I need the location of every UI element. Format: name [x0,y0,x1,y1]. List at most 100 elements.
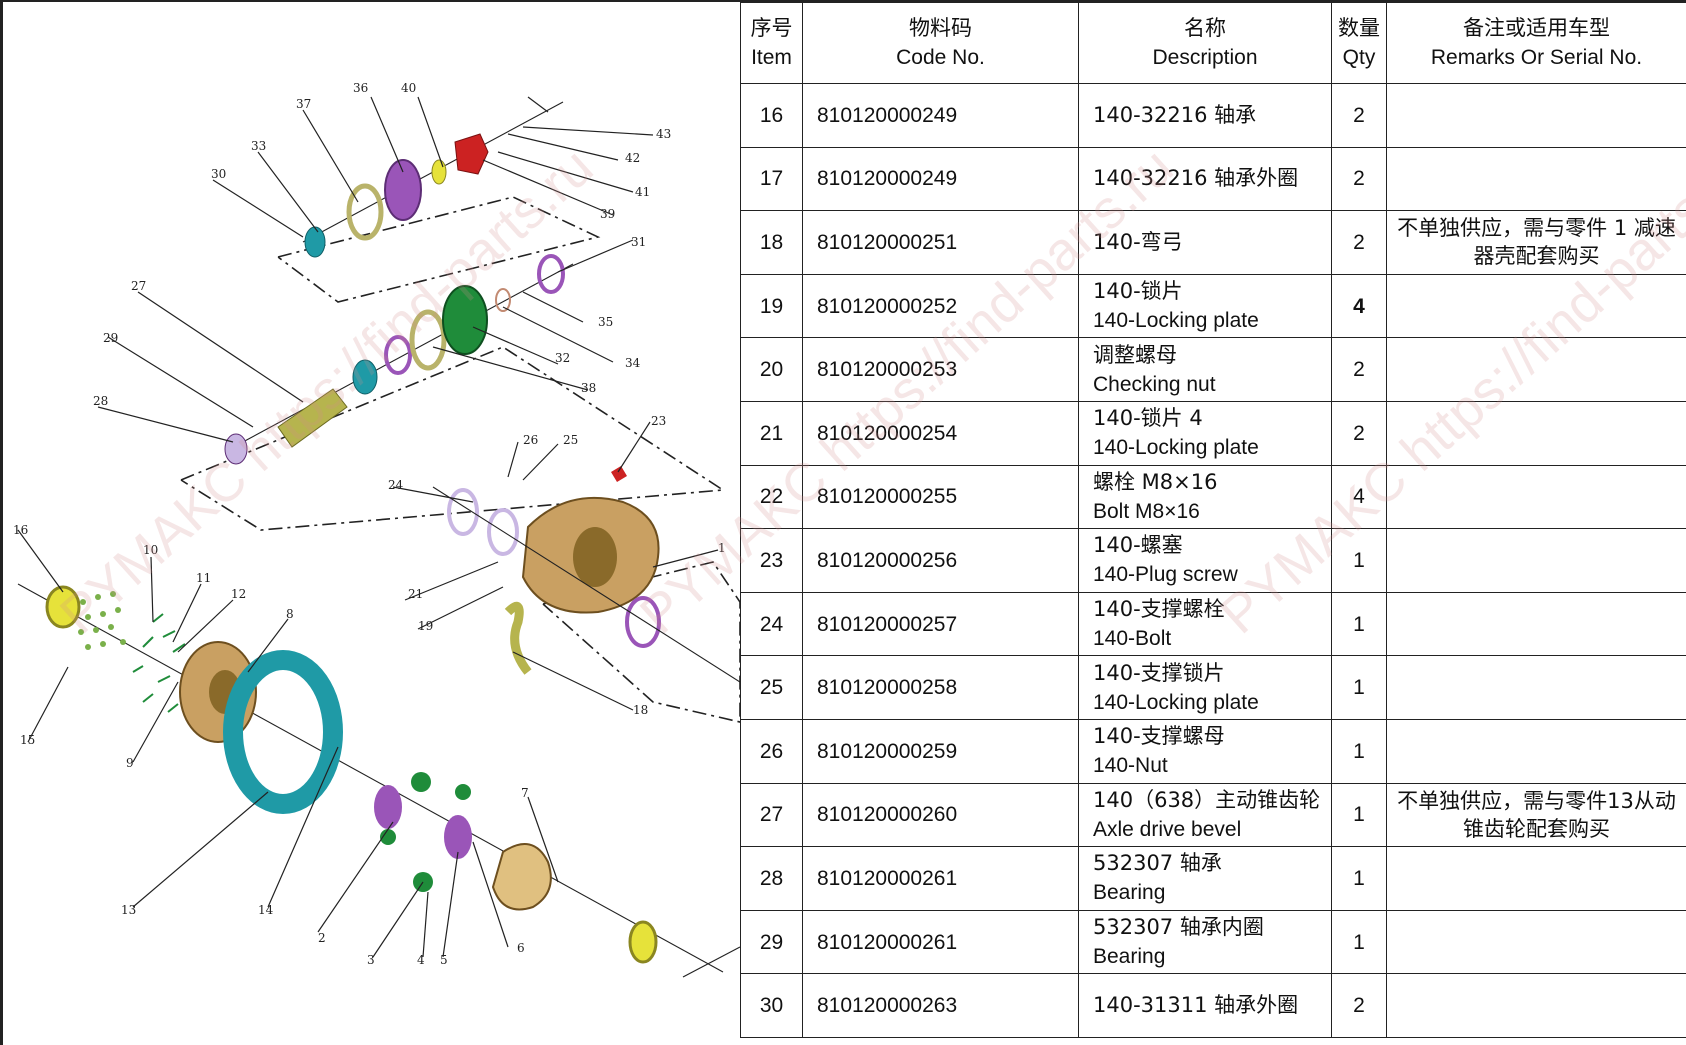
ring-right-part [625,596,661,648]
bolts-10-part [132,613,186,713]
row-code: 810120000256 [802,528,1079,593]
row-desc: 140-弯弓 [1078,210,1332,275]
row-desc: 140（638）主动锥齿轮 Axle drive bevel [1078,782,1332,848]
ring-34-part [495,288,511,312]
callout-41: 41 [635,185,650,199]
row-remarks [1386,273,1686,339]
row-desc-line1: 140（638）主动锥齿轮 [1093,787,1321,812]
bearing-28-part [224,433,248,465]
differential-axis [17,583,724,973]
rollers-15-part [78,591,126,650]
row-qty: 1 [1331,718,1387,784]
callout-29: 29 [103,331,118,345]
callout-33: 33 [251,139,266,153]
row-desc-line1: 532307 轴承 [1093,851,1222,876]
row-remarks [1386,718,1686,784]
callout-8: 8 [286,607,294,621]
row-desc-line2: 140-Bolt [1093,627,1172,651]
callout-13: 13 [121,903,136,917]
row-desc-line1: 140-锁片 [1093,279,1183,304]
header-desc-zh: 名称 [1184,16,1226,40]
row-desc-line1: 140-支撑螺母 [1093,724,1225,749]
row-code: 810120000261 [802,846,1079,911]
row-item: 30 [740,973,803,1038]
ring-24-part [447,488,479,536]
callout-15: 15 [20,733,35,747]
row-code: 810120000253 [802,337,1079,402]
housing-boundary [542,561,740,723]
callout-35: 35 [598,315,613,329]
row-code: 810120000263 [802,973,1079,1038]
callout-numbers: 43 42 41 39 40 36 37 33 30 31 35 34 32 3… [13,81,726,967]
row-qty: 1 [1331,528,1387,593]
bearing-30-part [304,226,326,258]
ring-gear-13-part [223,650,343,814]
row-code: 810120000249 [802,146,1079,212]
row-qty: 2 [1331,400,1387,466]
callout-21: 21 [408,587,423,601]
row-desc-line2: 140-Nut [1093,754,1168,778]
row-item: 29 [740,909,803,975]
bearing-right-part [628,920,658,964]
row-remarks [1386,655,1686,720]
row-qty: 2 [1331,83,1387,148]
callout-37: 37 [296,97,311,111]
row-code: 810120000249 [802,83,1079,148]
pinion-27-part [277,388,348,448]
callout-24: 24 [388,478,404,492]
row-desc-line2: Bearing [1093,945,1166,969]
row-desc-line2: 140-Plug screw [1093,563,1238,587]
callout-3: 3 [367,953,375,967]
row-item: 16 [740,83,803,148]
plug-23-part [611,466,627,482]
row-remarks [1386,400,1686,466]
callout-14: 14 [258,903,274,917]
callout-6: 6 [517,941,525,955]
row-desc-line1: 532307 轴承内圈 [1093,915,1264,940]
row-desc-line1: 调整螺母 [1093,342,1177,367]
row-item: 26 [740,718,803,784]
header-item-en: Item [751,46,792,69]
row-desc-line2: Axle drive bevel [1093,817,1242,841]
exploded-diagram-svg: 43 42 41 39 40 36 37 33 30 31 35 34 32 3… [13,81,740,978]
callout-38: 38 [581,381,596,395]
row-item: 19 [740,273,803,339]
row-item: 23 [740,528,803,593]
row-code: 810120000254 [802,400,1079,466]
callout-11: 11 [196,571,211,585]
row-qty: 4 [1331,464,1387,530]
callout-25: 25 [563,433,578,447]
side-gears-part [374,772,472,892]
header-code-zh: 物料码 [909,16,972,40]
row-desc: 140-32216 轴承外圈 [1078,146,1332,212]
ring-40-part [431,159,447,185]
row-qty: 1 [1331,782,1387,848]
row-item: 21 [740,400,803,466]
row-code: 810120000259 [802,718,1079,784]
row-desc-line2: 140-Locking plate [1093,309,1259,333]
header-remarks-zh: 备注或适用车型 [1463,16,1610,40]
row-qty: 1 [1331,591,1387,657]
row-desc-line2: 140-Locking plate [1093,436,1259,460]
row-item: 24 [740,591,803,657]
callout-28: 28 [93,394,108,408]
row-remarks [1386,337,1686,402]
housing-axis [432,486,740,683]
